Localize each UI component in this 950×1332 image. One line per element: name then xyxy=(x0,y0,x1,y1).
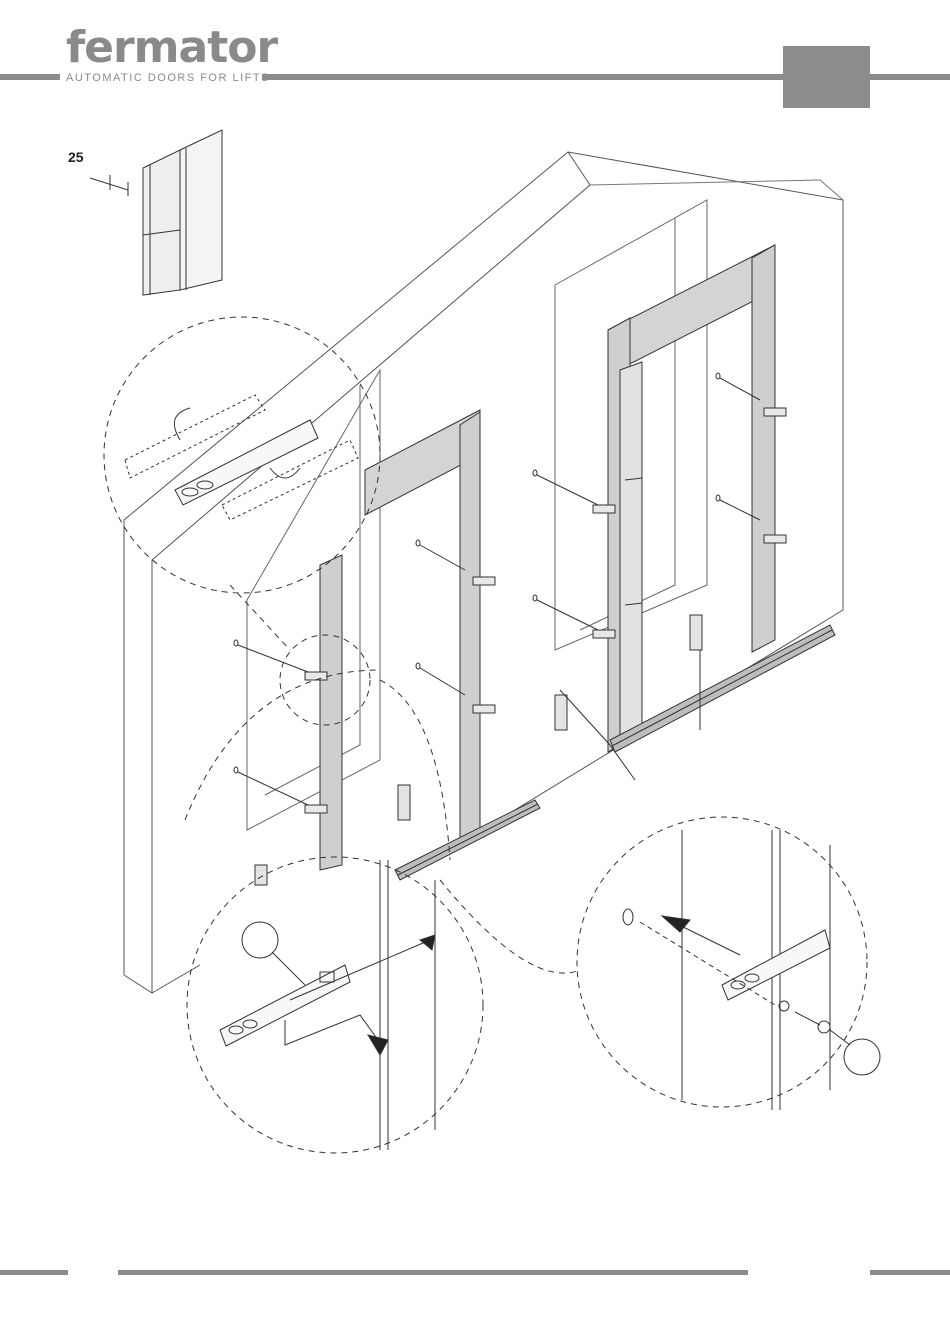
door-frame-left xyxy=(234,410,540,885)
door-frame-right xyxy=(533,245,835,780)
dimension-label: 25 xyxy=(68,149,84,165)
detail-circle-wall-anchor xyxy=(440,817,880,1110)
detail-frame-offset xyxy=(90,130,222,295)
